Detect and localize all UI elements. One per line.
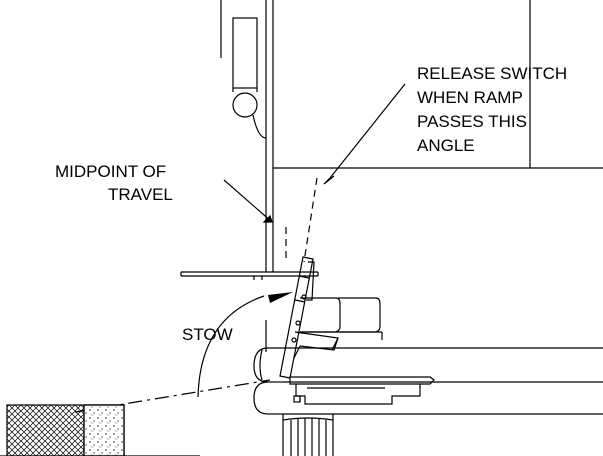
wheel xyxy=(282,414,334,456)
upper-mechanism xyxy=(232,17,267,139)
stow-cassette xyxy=(289,376,435,405)
midpoint-note-line: TRAVEL xyxy=(108,185,173,204)
release-note: RELEASE SWITCH WHEN RAMP PASSES THIS ANG… xyxy=(417,64,572,155)
ramp-horizontal-position xyxy=(180,271,319,280)
release-note-line: PASSES THIS xyxy=(417,112,527,131)
release-angle-dashed-line xyxy=(303,177,318,263)
curb xyxy=(0,404,200,456)
stow-arc-arrow xyxy=(197,292,293,398)
midpoint-note: MIDPOINT OF TRAVEL xyxy=(55,162,173,204)
release-note-line: ANGLE xyxy=(417,136,475,155)
ramp-stowed-position xyxy=(279,256,339,379)
vehicle-body xyxy=(220,0,603,352)
leader-lines xyxy=(223,83,406,223)
midpoint-note-line: MIDPOINT OF xyxy=(55,162,166,181)
release-note-line: WHEN RAMP xyxy=(417,88,522,107)
release-note-line: RELEASE SWITCH xyxy=(417,64,567,83)
stow-label: STOW xyxy=(182,325,233,344)
floor-structure xyxy=(253,297,603,415)
